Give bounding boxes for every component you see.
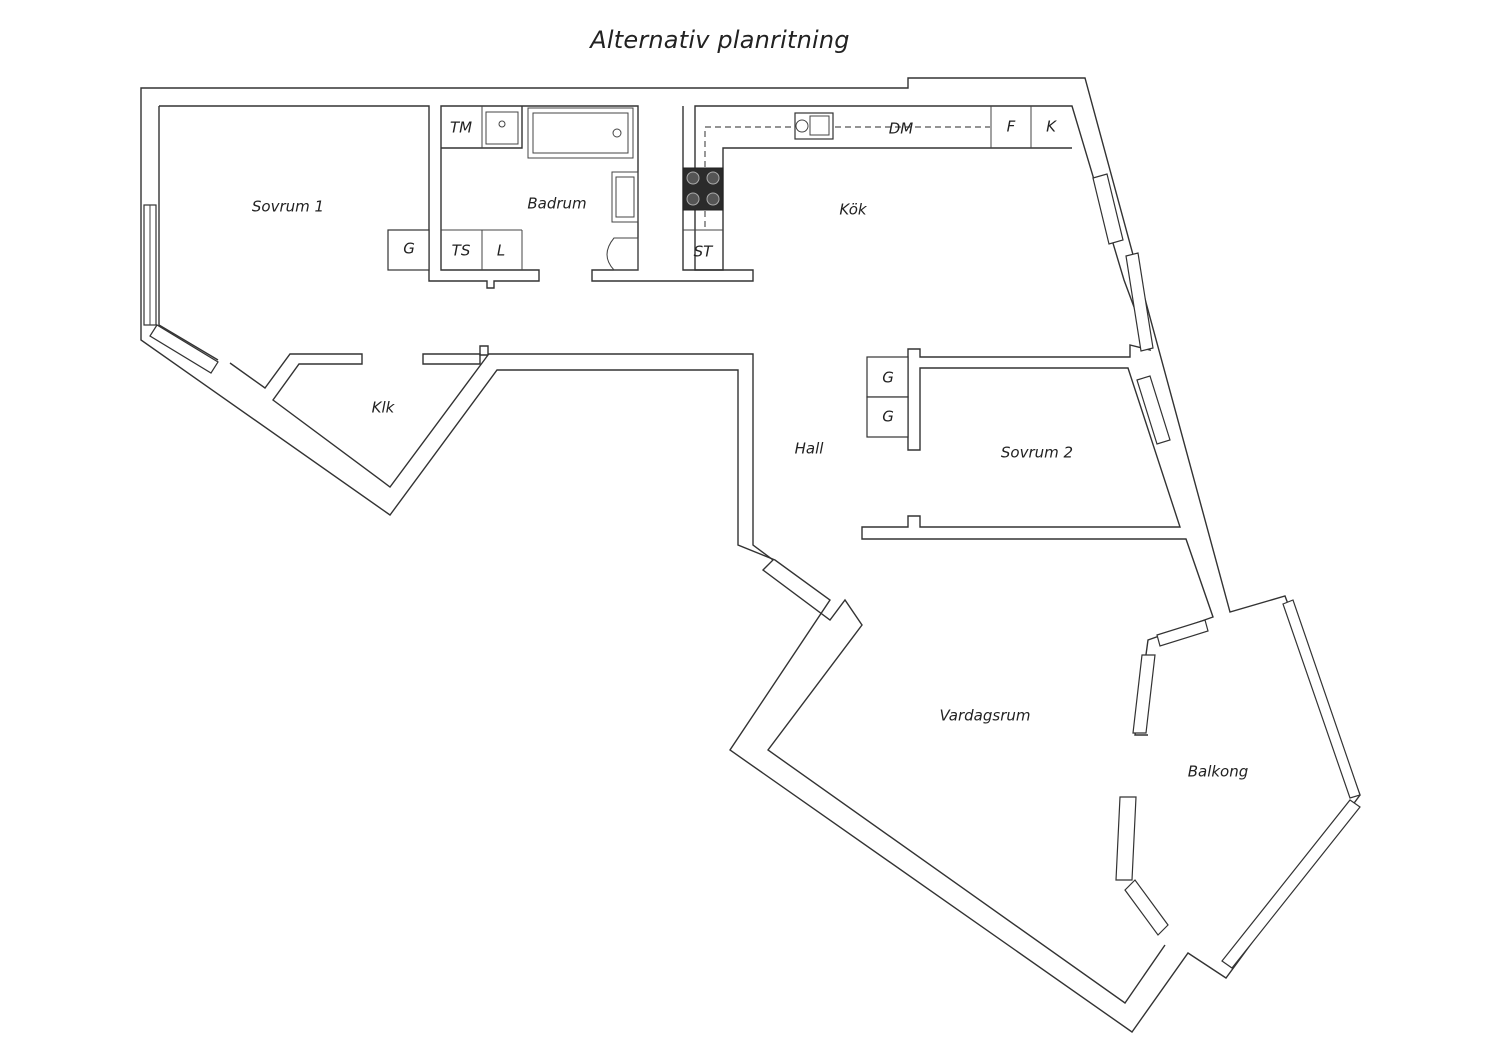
outer-walls bbox=[140, 77, 1361, 1033]
windows bbox=[143, 173, 1361, 969]
room-label-vardagsrum: Vardagsrum bbox=[940, 707, 1031, 725]
plan-title: Alternativ planritning bbox=[590, 26, 850, 54]
fixture-label-ts: TS bbox=[452, 242, 471, 260]
room-labels: Sovrum 1 Badrum Kök Klk Hall Sovrum 2 Va… bbox=[252, 195, 1248, 781]
fixture-label-g-hall-1: G bbox=[882, 369, 894, 387]
kitchen-counter bbox=[682, 106, 1072, 271]
closets bbox=[387, 229, 909, 438]
fixture-label-g-hall-2: G bbox=[882, 408, 894, 426]
room-label-sovrum-1: Sovrum 1 bbox=[252, 198, 324, 216]
room-label-badrum: Badrum bbox=[527, 195, 586, 213]
fixture-label-g-sovrum1: G bbox=[403, 240, 415, 258]
fixture-label-st: ST bbox=[694, 243, 715, 261]
room-label-klk: Klk bbox=[372, 399, 396, 417]
fixture-label-tm: TM bbox=[450, 119, 472, 137]
fixture-label-dm: DM bbox=[889, 120, 914, 138]
room-label-sovrum-2: Sovrum 2 bbox=[1001, 444, 1073, 462]
fixture-label-k: K bbox=[1046, 118, 1057, 136]
room-label-hall: Hall bbox=[795, 440, 825, 458]
fixture-labels: TM G TS L ST DM F K G G bbox=[403, 118, 1057, 426]
bathroom-fixtures bbox=[441, 106, 639, 271]
fixture-label-f: F bbox=[1007, 118, 1016, 136]
room-label-balkong: Balkong bbox=[1188, 763, 1249, 781]
fixture-label-l: L bbox=[497, 242, 505, 260]
room-label-kok: Kök bbox=[839, 201, 867, 219]
